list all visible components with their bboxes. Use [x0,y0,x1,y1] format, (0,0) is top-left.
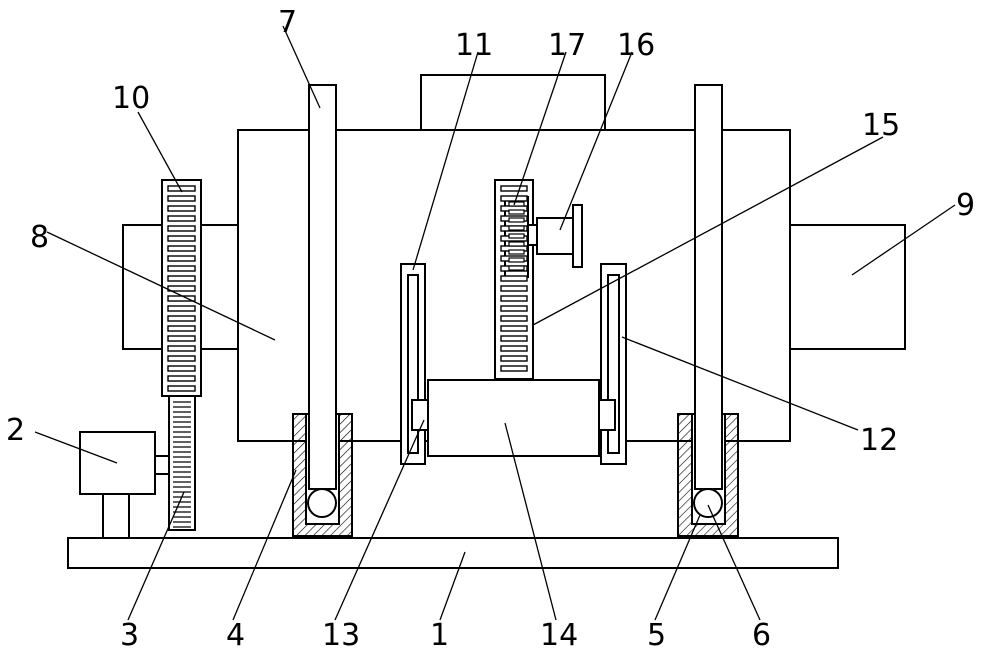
right-ball [693,488,723,518]
gear-tooth [508,233,525,239]
label-7: 7 [278,5,297,40]
motor-stand [102,493,130,539]
rack-slot [500,285,528,292]
left-clamp-inner [407,274,419,454]
rack-slot [167,275,196,282]
small-gear-strip [168,395,196,531]
rack-slot [500,305,528,312]
gear-tooth [508,209,525,215]
gear-tooth [508,217,525,223]
rack-slot [167,345,196,352]
rack-slot [167,285,196,292]
small-motor-flange [572,204,583,268]
rack-slot [500,335,528,342]
small-motor [536,217,577,255]
rack-slot [500,275,528,282]
gear-tooth [508,241,525,247]
base-plate [67,537,839,569]
left-bearing [411,399,429,431]
rack-slot [167,215,196,222]
roller [427,379,600,457]
label-4: 4 [226,618,245,653]
rack-slot [500,185,528,192]
rack-slot [167,385,196,392]
rack-slot [500,315,528,322]
label-2: 2 [6,413,25,448]
label-12: 12 [860,423,898,458]
rack-slot [167,375,196,382]
motor [79,431,156,495]
gear-tooth [508,225,525,231]
gear-tooth [508,257,525,263]
label-9: 9 [956,188,975,223]
rack-slot [167,225,196,232]
label-6: 6 [752,618,771,653]
top-block [420,74,606,133]
right-rod [694,84,723,490]
gear-tooth [508,201,525,207]
gear-tooth [508,265,525,271]
label-15: 15 [862,108,900,143]
left-ball [307,488,337,518]
label-10: 10 [112,81,150,116]
label-1: 1 [430,618,449,653]
rack-slot [500,325,528,332]
rack-slot [500,195,528,202]
rack-slot [167,335,196,342]
right-bearing [598,399,616,431]
rack-slot [167,265,196,272]
rack-slot [167,365,196,372]
rack-slot [167,235,196,242]
label-8: 8 [30,220,49,255]
rack-slot [167,355,196,362]
rack-slot [500,355,528,362]
label-11: 11 [455,28,493,63]
rack-slot [167,255,196,262]
rack-slot [167,325,196,332]
rack-slot [500,365,528,372]
rack-slot [167,245,196,252]
motor-shaft [154,455,170,475]
label-3: 3 [120,618,139,653]
rack-slot [167,315,196,322]
rack-slot [500,295,528,302]
right-side-block [789,224,906,350]
label-14: 14 [540,618,578,653]
label-13: 13 [322,618,360,653]
rack-slot [167,305,196,312]
label-5: 5 [647,618,666,653]
label-17: 17 [548,28,586,63]
rack-slot [167,205,196,212]
left-rod [308,84,337,490]
rack-slot [500,345,528,352]
right-clamp-inner [607,274,620,454]
gear-tooth [508,249,525,255]
rack-slot [167,195,196,202]
label-16: 16 [617,28,655,63]
